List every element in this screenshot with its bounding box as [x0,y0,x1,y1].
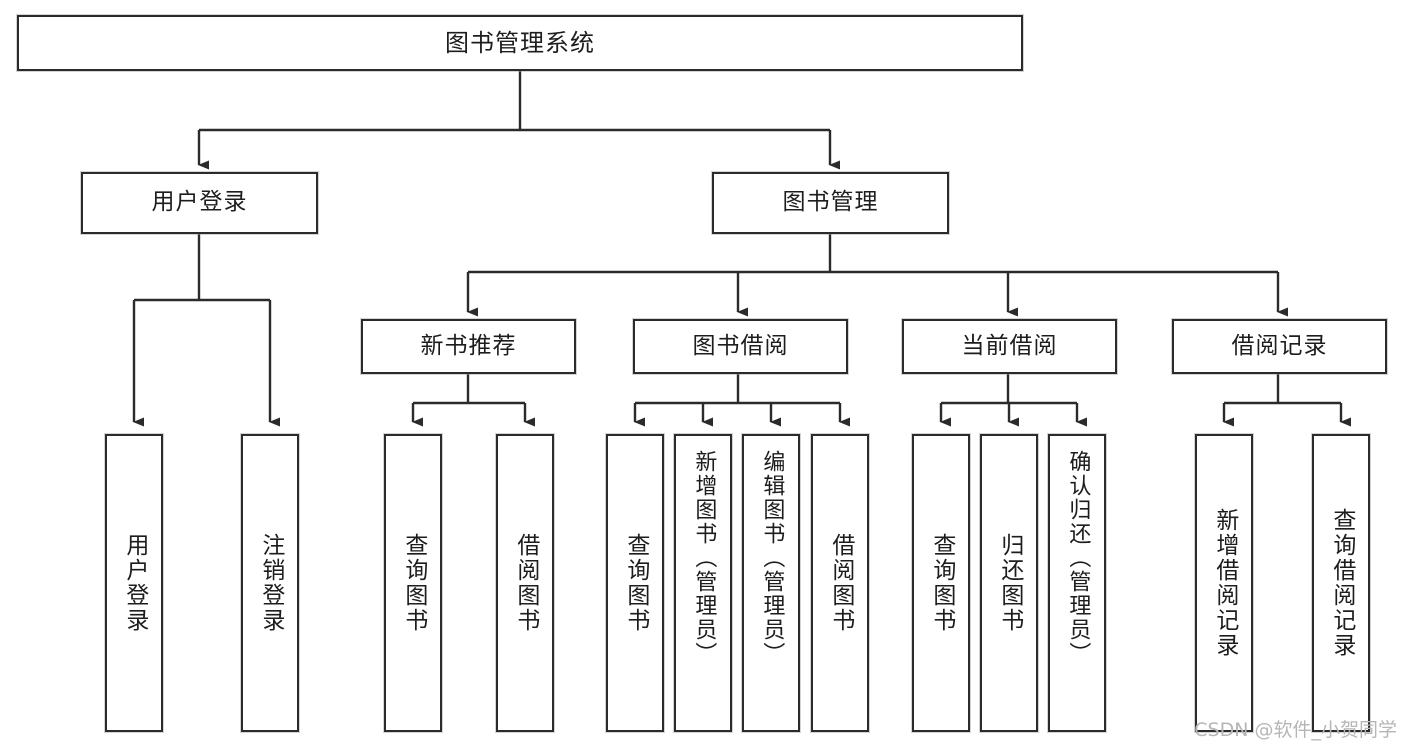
node-label: 当前借阅 [961,332,1058,359]
leaf-record-query-borrow-record[interactable]: 查询借阅记录 [1312,434,1370,732]
node-label: 新书推荐 [420,332,517,359]
leaf-record-add-borrow-record[interactable]: 新增借阅记录 [1195,434,1253,732]
leaf-user-login-signout[interactable]: 注销登录 [241,434,299,732]
node-book-borrowing[interactable]: 图书借阅 [633,319,848,374]
node-label: 借阅记录 [1231,332,1328,359]
node-label: 归还图书 [996,533,1023,633]
leaf-current-confirm-return-admin[interactable]: 确认归还（管理员） [1048,434,1106,732]
node-label: 查询图书 [928,533,955,633]
node-label: 图书借阅 [692,332,789,359]
node-label: 新增借阅记录 [1211,508,1238,658]
node-book-management[interactable]: 图书管理 [712,172,949,234]
node-label: 借阅图书 [512,533,539,633]
watermark: CSDN @软件_小贺同学 [1194,719,1397,741]
node-label: 新增图书（管理员） [691,450,717,666]
node-label: 借阅图书 [827,533,854,633]
leaf-current-return-book[interactable]: 归还图书 [980,434,1038,732]
node-label: 确认归还（管理员） [1065,450,1091,666]
leaf-borrow-query-book[interactable]: 查询图书 [606,434,664,732]
node-label: 查询借阅记录 [1328,508,1355,658]
node-new-book-recommendation[interactable]: 新书推荐 [361,319,576,374]
leaf-new-book-query[interactable]: 查询图书 [384,434,442,732]
node-label: 编辑图书（管理员） [759,450,785,666]
node-label: 查询图书 [622,533,649,633]
node-label: 注销登录 [257,533,284,633]
leaf-borrow-add-book-admin[interactable]: 新增图书（管理员） [674,434,732,732]
leaf-borrow-borrow-book[interactable]: 借阅图书 [811,434,869,732]
leaf-new-book-borrow[interactable]: 借阅图书 [496,434,554,732]
node-root-book-management-system[interactable]: 图书管理系统 [17,15,1023,71]
node-label: 图书管理 [782,189,879,216]
node-label: 用户登录 [151,189,248,216]
node-user-login[interactable]: 用户登录 [81,172,318,234]
leaf-user-login-signin[interactable]: 用户登录 [105,434,163,732]
node-label: 查询图书 [400,533,427,633]
leaf-current-query-book[interactable]: 查询图书 [912,434,970,732]
leaf-borrow-edit-book-admin[interactable]: 编辑图书（管理员） [742,434,800,732]
node-label: 图书管理系统 [445,28,595,57]
node-label: 用户登录 [121,533,148,633]
node-borrowing-record[interactable]: 借阅记录 [1172,319,1387,374]
node-current-borrowing[interactable]: 当前借阅 [902,319,1117,374]
